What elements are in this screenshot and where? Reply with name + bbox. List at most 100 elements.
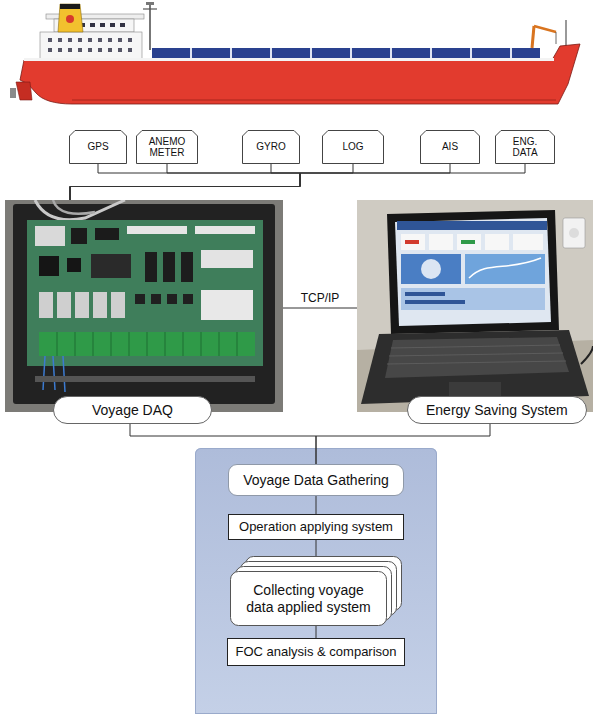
energy-saving-laptop-photo (357, 200, 593, 412)
ship-superstructure-part (48, 48, 52, 52)
connector (70, 164, 300, 200)
daq-hardware-photo-part (57, 292, 71, 318)
connector (316, 626, 317, 638)
daq-hardware-photo-part (13, 204, 275, 404)
ship-superstructure-part (78, 38, 82, 42)
daq-hardware-photo-part (35, 376, 255, 382)
energy-saving-laptop-photo-part (405, 292, 445, 296)
software-photo-box: Energy Saving System (357, 200, 593, 424)
tag-outline-shape (137, 131, 198, 164)
front-page: Collecting voyage data applied system (230, 571, 387, 626)
ship-superstructure-part (88, 48, 92, 52)
ship-mast-part (143, 8, 157, 9)
daq-hardware-photo (5, 200, 283, 412)
ship-hull (10, 44, 580, 104)
process-box: FOC analysis & comparison (227, 638, 405, 666)
daq-hardware-photo-part (183, 332, 184, 356)
ship-superstructure-part (88, 38, 92, 42)
ship-crane-part (556, 32, 557, 44)
energy-saving-laptop-photo-part (465, 254, 545, 284)
ship-funnel-part (60, 4, 80, 9)
energy-saving-laptop-photo-part (449, 382, 501, 396)
energy-saving-laptop-photo-part (421, 259, 441, 279)
daq-hardware-photo-part (57, 332, 58, 356)
connector (316, 540, 317, 556)
sensor-box: ANEMO METER (136, 130, 198, 164)
daq-hardware-photo-part (75, 292, 89, 318)
ship-funnel (58, 4, 83, 32)
node-text: Energy Saving System (426, 402, 568, 418)
daq-hardware-photo-part (167, 294, 177, 304)
connector (70, 164, 450, 200)
ship-superstructure-part (100, 23, 105, 27)
energy-saving-laptop-photo-part (457, 234, 481, 250)
daq-hardware-photo-part (127, 226, 187, 234)
ship-hull-part (24, 58, 554, 61)
ship-superstructure-part (78, 48, 82, 52)
energy-saving-laptop-photo-part (385, 337, 569, 378)
ship-superstructure-part (58, 48, 62, 52)
ship-superstructure-part (68, 38, 72, 42)
node-text: ANEMO METER (145, 136, 189, 159)
ship-hull-part (10, 88, 16, 98)
daq-hardware-photo-part (183, 294, 193, 304)
energy-saving-laptop-photo-part (389, 353, 563, 356)
ship-superstructure-part (108, 48, 112, 52)
energy-saving-laptop-photo-part (361, 330, 589, 404)
label-pill: Energy Saving System (407, 396, 587, 424)
daq-hardware-photo-part (163, 252, 175, 282)
daq-hardware-photo-part (195, 226, 255, 234)
tag-outline-shape (421, 131, 480, 164)
daq-hardware-photo-part (129, 332, 130, 356)
energy-saving-laptop-photo-part (405, 240, 419, 244)
energy-saving-laptop-photo-part (405, 300, 465, 304)
node-text: Collecting voyage data applied system (239, 582, 379, 614)
energy-saving-laptop-photo-part (513, 234, 543, 250)
ship-hull-part (16, 82, 32, 100)
daq-hardware-photo-part (35, 226, 65, 246)
label-pill: Voyage DAQ (53, 396, 212, 424)
sensor-box: AIS (420, 130, 480, 164)
ship-superstructure-part (98, 38, 102, 42)
ship-superstructure-part (110, 23, 115, 27)
connector (70, 164, 300, 200)
daq-hardware-photo-part (111, 332, 112, 356)
daq-hardware-photo-part (93, 332, 94, 356)
edge-label: TCP/IP (299, 291, 342, 305)
daq-hardware-photo-part (147, 332, 148, 356)
ship-hull-part (72, 99, 556, 100)
ship-hull-part (20, 44, 580, 104)
energy-saving-laptop-photo-part (401, 288, 545, 310)
node-text: GPS (87, 141, 108, 153)
ship-superstructure (40, 14, 144, 60)
daq-hardware-photo-part (165, 332, 166, 356)
daq-hardware-photo-part (39, 256, 59, 276)
daq-hardware-photo-part (27, 220, 263, 366)
energy-saving-laptop-photo-part (563, 218, 585, 248)
ship-superstructure-part (108, 38, 112, 42)
daq-hardware-photo-part (39, 292, 53, 318)
ship-superstructure-part (118, 48, 122, 52)
tag-outline-shape (496, 131, 555, 164)
node-text: LOG (342, 141, 363, 153)
energy-saving-laptop-photo-part (387, 210, 559, 334)
connector (70, 164, 300, 200)
connector (130, 424, 316, 464)
daq-hardware-photo-part (111, 292, 125, 318)
daq-hardware-photo-part (75, 332, 76, 356)
ship-mast-part (146, 2, 154, 5)
ship-superstructure-part (118, 38, 122, 42)
ship-superstructure-part (98, 48, 102, 52)
ship-superstructure-part (128, 38, 132, 42)
ship-superstructure-part (68, 48, 72, 52)
daq-hardware-photo-part (95, 228, 119, 240)
connector (316, 424, 490, 464)
node-text: GYRO (256, 141, 285, 153)
tag-outline-shape (243, 131, 300, 164)
ship-illustration (0, 0, 600, 118)
tag-outline-shape (323, 131, 384, 164)
energy-saving-laptop-photo-part (391, 345, 560, 348)
sensor-box: GYRO (242, 130, 300, 164)
energy-saving-laptop-photo-part (401, 254, 461, 284)
